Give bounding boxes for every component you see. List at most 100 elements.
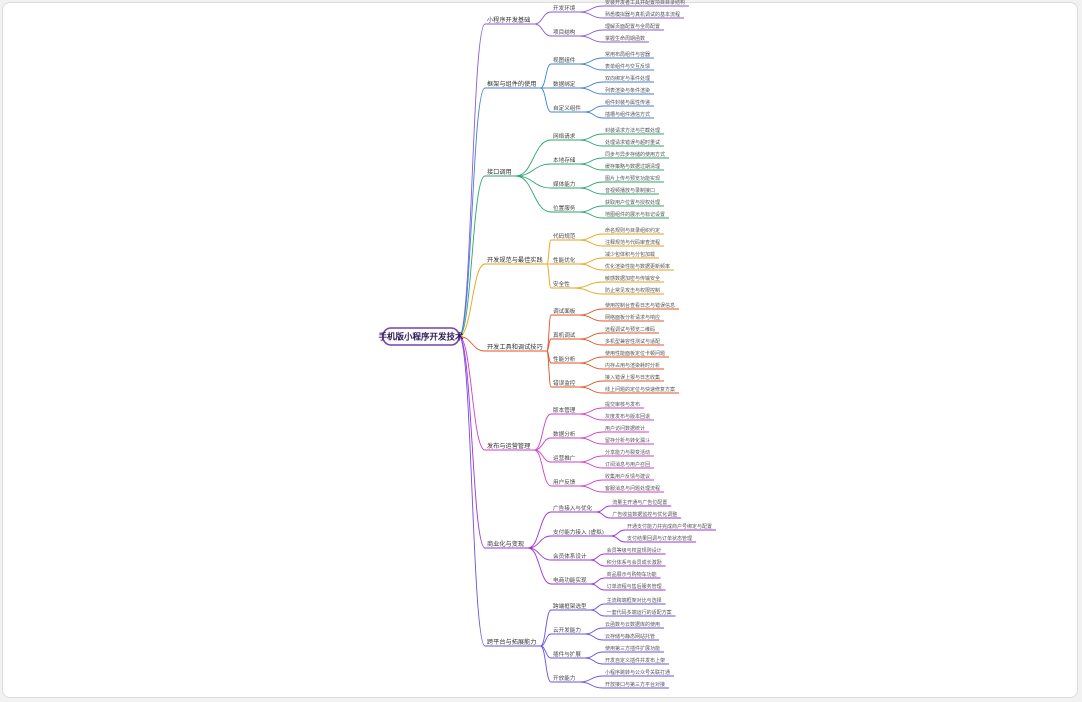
branch-6-child-2-leaf-0[interactable]: 会员等级与权益规则设计 [604,547,666,555]
edge-branch-3-child-0-leaf-1 [579,239,604,247]
branch-0-child-1-leaf-0[interactable]: 理解页面配置与全局配置 [603,23,664,31]
branch-7-child-1-leaf-0[interactable]: 云函数与云数据库的使用 [603,621,664,629]
branch-0-child-0-leaf-1[interactable]: 熟悉模拟器与真机调试的基本流程 [603,11,684,19]
branch-2-child-0[interactable]: 网络请求 [551,132,580,141]
branch-1-child-1-leaf-1[interactable]: 列表渲染与条件渲染 [603,87,654,95]
branch-3-child-2-leaf-0[interactable]: 敏感数据加密与传输安全 [603,275,664,283]
branch-1-child-2[interactable]: 自定义组件 [551,104,585,113]
branch-1-child-1[interactable]: 数据绑定 [551,80,580,89]
branch-0-child-0[interactable]: 开发环境 [551,4,580,13]
branch-3-child-0-leaf-0[interactable]: 命名规则与目录组织约定 [603,227,664,235]
branch-4-child-0-leaf-1[interactable]: 网络面板分析请求与响应 [603,314,664,322]
mind-map-edges [458,5,626,689]
branch-2-child-1[interactable]: 本地存储 [551,156,580,165]
branch-7-child-2-leaf-0[interactable]: 使用第三方插件扩展功能 [603,645,664,653]
branch-4-child-0-leaf-0[interactable]: 使用控制台查看日志与错误信息 [603,302,679,310]
branch-7-child-3-leaf-0[interactable]: 小程序跳转与公众号关联打通 [603,669,674,677]
branch-5-child-0-leaf-1[interactable]: 灰度发布与版本回退 [603,413,654,421]
branch-6-child-2[interactable]: 会员体系设计 [551,552,591,561]
branch-2-child-0-leaf-0[interactable]: 封装请求方法与拦截处理 [603,127,664,135]
branch-5-child-1-leaf-0[interactable]: 用户访问数据统计 [603,425,649,433]
branch-6-child-1[interactable]: 支付能力接入 (虚拟) [551,528,612,537]
branch-7-child-3-leaf-1[interactable]: 开放接口与第三方平台对接 [603,681,669,689]
edge-branch-2-child-1-leaf-0 [579,157,604,165]
branch-7-child-1[interactable]: 云开发能力 [551,626,585,635]
branch-3-child-0-leaf-1[interactable]: 注释规范与代码审查流程 [603,239,664,247]
branch-4-child-2[interactable]: 性能分析 [551,355,580,364]
branch-2-child-3-leaf-1[interactable]: 地图组件的展示与标记设置 [603,211,669,219]
branch-0-child-1-leaf-1[interactable]: 掌握生命周期函数 [603,35,649,43]
branch-6[interactable]: 商业化与变现 [485,540,529,549]
branch-2-child-0-leaf-1[interactable]: 处理请求错误与超时重试 [603,139,664,147]
branch-6-child-3[interactable]: 电商功能实现 [551,576,591,585]
branch-1-child-0[interactable]: 视图组件 [551,56,580,65]
branch-7-child-0-leaf-0[interactable]: 主流跨端框架对比与选择 [604,597,666,605]
branch-0-child-0-leaf-0[interactable]: 安装开发者工具并配置项目目录结构 [603,0,689,7]
branch-4-child-1-leaf-0[interactable]: 远程调试与预览二维码 [603,326,659,334]
branch-1-child-0-leaf-0[interactable]: 常用布局组件与容器 [603,51,654,59]
branch-4-child-3-leaf-0[interactable]: 接入错误上报与日志收集 [603,374,664,382]
branch-4[interactable]: 开发工具和调试技巧 [485,343,547,352]
branch-6-child-3-leaf-1[interactable]: 订单流程与售后服务管理 [604,583,666,591]
branch-6-child-2-leaf-1[interactable]: 积分体系与会员成长激励 [604,559,666,567]
branch-3-child-2-leaf-1[interactable]: 防止常见攻击与权限控制 [603,287,664,295]
branch-2-child-1-leaf-1[interactable]: 缓存策略与数据过期清理 [603,163,664,171]
branch-4-child-3[interactable]: 错误监控 [551,379,580,388]
branch-5-child-1-leaf-1[interactable]: 留存分析与转化漏斗 [603,437,654,445]
branch-3-child-1-leaf-0[interactable]: 减少包体积与分包加载 [603,251,659,259]
branch-5-child-1-label: 数据分析 [553,430,576,438]
branch-6-child-0-leaf-1[interactable]: 广告收益数据监控与优化调整 [610,511,682,519]
branch-5-child-2-leaf-0[interactable]: 分享能力与裂变活动 [603,449,654,457]
branch-7-child-2-leaf-1[interactable]: 开发自定义插件并发布上架 [603,657,669,665]
branch-7[interactable]: 跨平台与拓展能力 [485,638,541,647]
branch-7-child-0-leaf-1[interactable]: 一套代码多端运行的适配方案 [604,609,676,617]
branch-2-child-2[interactable]: 媒体能力 [551,180,580,189]
branch-7-child-0[interactable]: 跨端框架选型 [551,602,591,611]
branch-5-child-3-leaf-1[interactable]: 客服消息与问题处理流程 [603,485,664,493]
branch-2-child-2-leaf-1[interactable]: 音视频播放与录制接口 [603,187,659,195]
branch-4-child-2-leaf-0[interactable]: 使用性能面板定位卡顿问题 [603,350,669,358]
branch-5[interactable]: 发布与运营管理 [485,442,535,451]
edge-branch-1-child-2 [540,87,552,113]
branch-5-child-0-leaf-0[interactable]: 提交审核与发布 [603,401,644,409]
branch-6-child-3-leaf-0[interactable]: 商品展示与购物车功能 [604,571,661,579]
branch-3-child-1[interactable]: 性能优化 [551,256,580,265]
branch-1-child-1-leaf-0[interactable]: 双向绑定与事件处理 [603,75,654,83]
branch-0-child-1[interactable]: 项目结构 [551,28,580,37]
edge-branch-6-child-1-leaf-0 [611,529,626,537]
branch-7-child-3[interactable]: 开放能力 [551,674,580,683]
branch-5-child-2-leaf-1[interactable]: 订阅消息与用户召回 [603,461,654,469]
branch-2-child-3[interactable]: 位置服务 [551,204,580,213]
branch-6-child-0-leaf-0[interactable]: 流量主开通与广告位配置 [610,499,672,507]
branch-5-child-3-leaf-0[interactable]: 收集用户反馈与建议 [603,473,654,481]
branch-2-child-1-leaf-0[interactable]: 同步与异步存储的使用方式 [603,151,669,159]
branch-5-child-2[interactable]: 运营推广 [551,454,580,463]
branch-6-child-1-leaf-1[interactable]: 支付结果回调与订单状态管理 [625,535,697,543]
branch-3[interactable]: 开发规范与最佳实践 [485,256,547,265]
branch-4-child-1-leaf-1[interactable]: 多机型兼容性测试与适配 [603,338,664,346]
branch-3-child-1-leaf-1[interactable]: 优化渲染性能与数据更新频率 [603,263,674,271]
branch-2-child-3-leaf-0[interactable]: 获取用户位置与授权处理 [603,199,664,207]
branch-4-child-2-leaf-1[interactable]: 内存占用与渲染耗时分析 [603,362,664,370]
branch-7-child-2[interactable]: 插件与扩展 [551,650,585,659]
branch-3-child-0[interactable]: 代码规范 [551,232,580,241]
branch-7-child-1-leaf-1[interactable]: 云存储与静态网站托管 [603,633,659,641]
branch-1-child-0-leaf-1[interactable]: 表单组件与交互反馈 [603,63,654,71]
branch-5-child-0[interactable]: 版本管理 [551,406,580,415]
branch-5-child-3[interactable]: 用户反馈 [551,478,580,487]
branch-1[interactable]: 框架与组件的使用 [485,80,541,89]
branch-5-child-1[interactable]: 数据分析 [551,430,580,439]
root-node-box[interactable] [382,327,460,346]
branch-4-child-3-leaf-1[interactable]: 线上问题的定位与快速修复方案 [603,386,679,394]
branch-1-child-2-leaf-1[interactable]: 插槽与组件通信方式 [603,111,654,119]
branch-2[interactable]: 接口调用 [485,168,516,177]
root-node[interactable]: 手机版小程序开发技术 [378,327,464,346]
branch-4-child-1[interactable]: 真机调试 [551,331,580,340]
branch-4-child-0[interactable]: 调试面板 [551,307,580,316]
branch-3-child-2[interactable]: 安全性 [551,280,574,289]
branch-6-child-0[interactable]: 广告接入与优化 [551,504,597,513]
branch-6-child-1-leaf-0[interactable]: 开通支付能力并完成商户号绑定与配置 [625,523,717,531]
branch-0[interactable]: 小程序开发基础 [485,16,535,25]
branch-1-child-2-leaf-0[interactable]: 组件封装与属性传递 [603,99,654,107]
branch-2-child-2-leaf-0[interactable]: 图片上传与预览功能实现 [603,175,664,183]
